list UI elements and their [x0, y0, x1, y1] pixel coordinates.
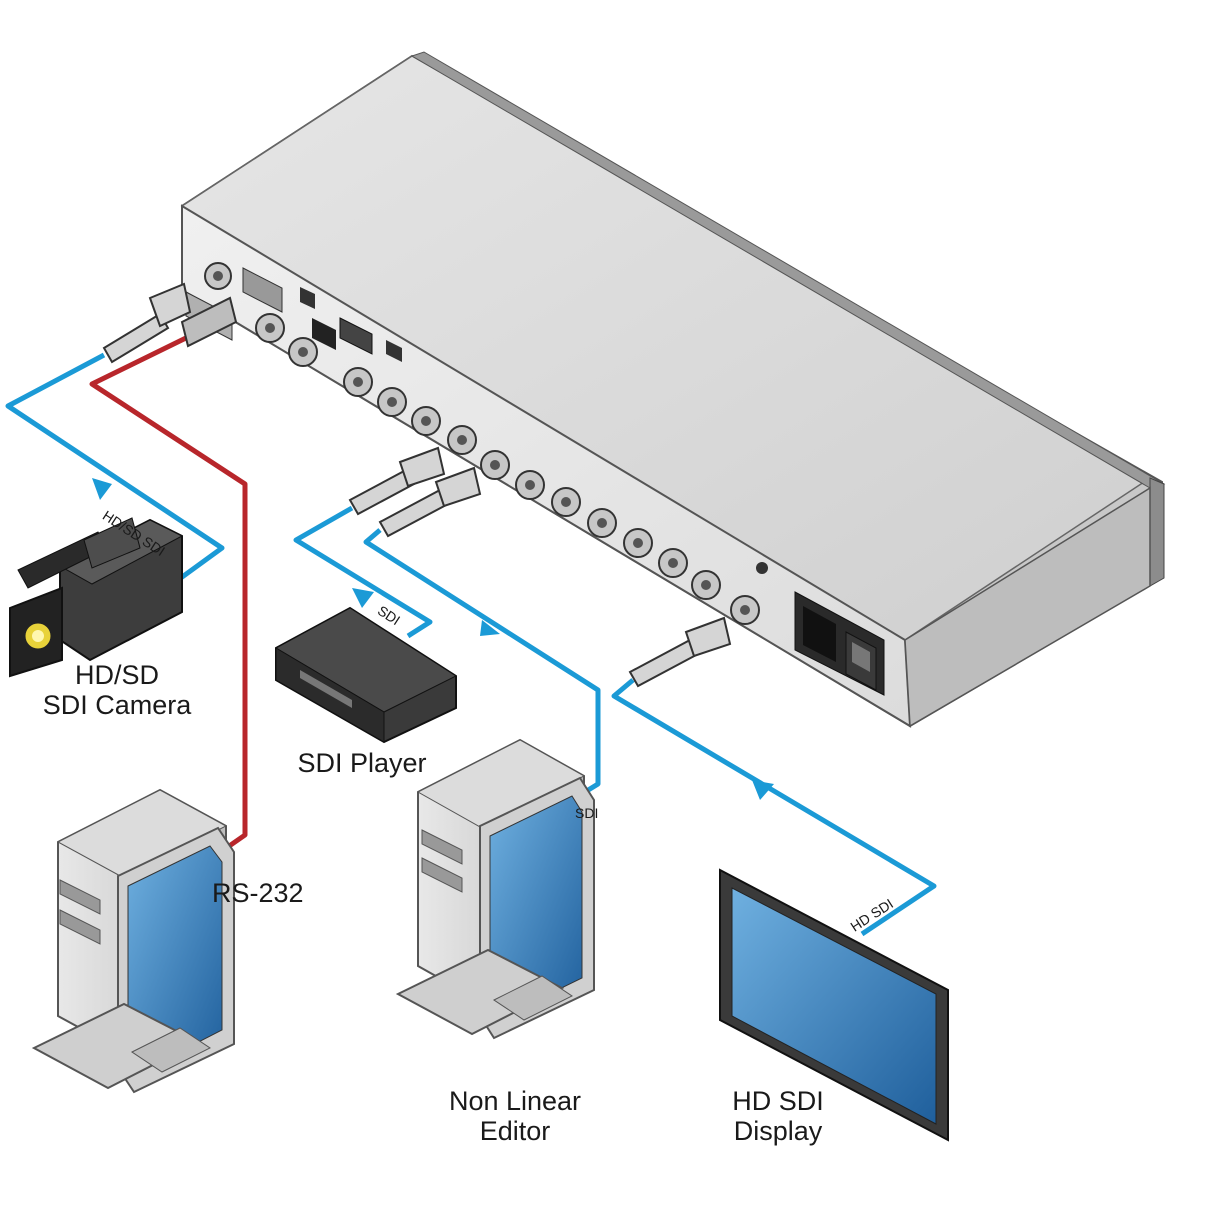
display-sdi-cable	[611, 678, 937, 937]
flow-arrow-icon	[352, 588, 374, 608]
dip-switch	[386, 340, 402, 362]
display-label-line2: Display	[733, 1116, 823, 1147]
editor-cable-label: SDI	[575, 805, 599, 821]
rs232-cable	[89, 333, 248, 861]
editor-computer-icon	[395, 738, 595, 1040]
dip-switch	[300, 287, 315, 309]
camera-icon	[9, 517, 184, 678]
camera-sdi-cable	[5, 352, 225, 583]
editor-label-line2: Editor	[479, 1116, 551, 1147]
display-label-line1: HD SDI	[732, 1086, 824, 1116]
bnc-cable-plug	[102, 282, 732, 688]
camera-label: HD/SD SDI Camera	[12, 660, 222, 720]
flow-arrow-icon	[752, 780, 774, 800]
sdi-player-icon	[274, 606, 458, 744]
ethernet-port	[339, 317, 373, 355]
computer-icon	[31, 788, 235, 1094]
flow-arrow-icon	[480, 620, 500, 636]
camera-label-line2: SDI Camera	[42, 690, 192, 721]
player-label: SDI Player	[297, 748, 427, 778]
editor-sdi-cable	[363, 528, 601, 803]
display-icon	[719, 868, 949, 1142]
rs232-label: RS-232	[212, 878, 304, 908]
editor-label-line1: Non Linear	[448, 1086, 582, 1116]
db9-cable-plug	[180, 296, 238, 348]
player-sdi-cable	[293, 505, 433, 639]
camera-label-line1: HD/SD	[74, 660, 159, 690]
flow-arrow-icon	[92, 478, 112, 500]
editor-label: Non Linear Editor	[420, 1086, 610, 1146]
terminal-block	[312, 318, 336, 350]
display-label: HD SDI Display	[708, 1086, 848, 1146]
power-socket	[794, 591, 885, 696]
